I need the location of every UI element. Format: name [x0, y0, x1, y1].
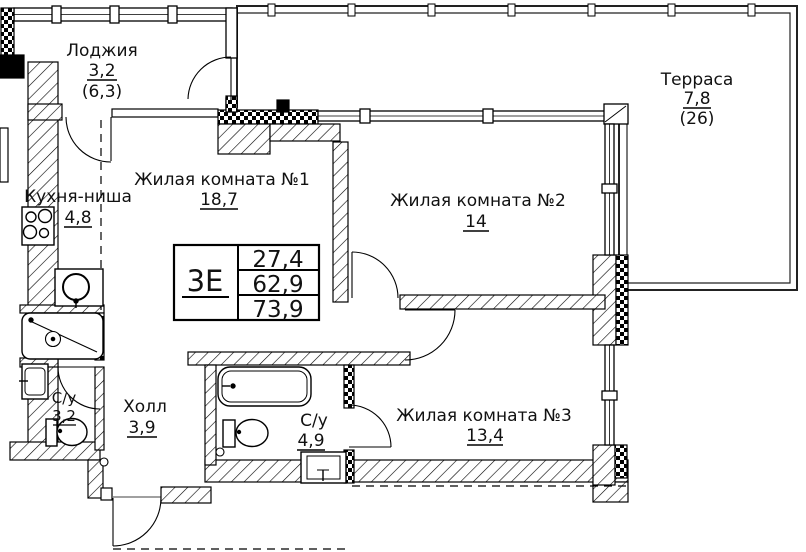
room-label-bath2: С/у 4,9: [297, 411, 328, 451]
svg-text:С/у: С/у: [300, 411, 328, 431]
svg-text:3,9: 3,9: [128, 418, 155, 438]
door-loggia: [65, 116, 112, 163]
svg-text:(6,3): (6,3): [82, 82, 122, 102]
svg-text:Терраса: Терраса: [660, 70, 734, 90]
room-label-living1: Жилая комната №1 18,7: [134, 170, 310, 210]
shower-tray-icon: [21, 312, 104, 360]
door-living2: [351, 251, 399, 299]
room-labels: Лоджия 3,2 (6,3) Терраса 7,8 (26) Жилая …: [24, 41, 733, 451]
washbasin-icon: [19, 363, 49, 400]
info-box: 3Е 27,4 62,9 73,9: [172, 243, 321, 323]
stove-icon: [21, 206, 55, 246]
unit-area-total: 73,9: [252, 297, 303, 323]
room-label-terrace: Терраса 7,8 (26): [660, 70, 734, 129]
room-label-loggia: Лоджия 3,2 (6,3): [66, 41, 138, 102]
svg-text:18,7: 18,7: [200, 190, 238, 210]
fixtures: [19, 206, 347, 484]
door-entrance: [112, 496, 162, 547]
bathtub-icon: [217, 366, 312, 407]
drain-icon-2: [215, 447, 225, 457]
svg-text:Жилая комната №3: Жилая комната №3: [396, 406, 572, 426]
svg-text:4,8: 4,8: [64, 208, 91, 228]
svg-text:13,4: 13,4: [466, 426, 504, 446]
bath-sink-icon: [300, 451, 347, 484]
svg-text:Холл: Холл: [123, 397, 167, 417]
terrace-parapet-posts: [267, 3, 756, 17]
svg-text:3,2: 3,2: [52, 407, 76, 425]
drain-icon-1: [99, 457, 109, 467]
door-bath2: [348, 404, 392, 448]
room-label-living3: Жилая комната №3 13,4: [396, 406, 572, 446]
unit-area-living: 27,4: [252, 247, 303, 273]
room-label-hall: Холл 3,9: [123, 397, 167, 438]
svg-text:Лоджия: Лоджия: [66, 41, 138, 61]
door-living3: [404, 309, 456, 361]
terrace-outline: [236, 3, 798, 291]
svg-text:С/у: С/у: [52, 389, 77, 407]
svg-text:Жилая комната №1: Жилая комната №1: [134, 170, 310, 190]
kitchen-sink-icon: [54, 268, 104, 308]
door-loggia-terrace: [187, 56, 232, 100]
svg-text:3,2: 3,2: [88, 61, 115, 81]
room-label-bath1: С/у 3,2: [52, 389, 77, 426]
svg-text:Жилая комната №2: Жилая комната №2: [390, 191, 566, 211]
svg-text:7,8: 7,8: [683, 89, 710, 109]
windows: [317, 103, 629, 446]
unit-area-usable: 62,9: [252, 272, 303, 298]
svg-text:14: 14: [465, 212, 487, 232]
svg-text:(26): (26): [680, 109, 715, 129]
room-label-kitchen: Кухня-ниша 4,8: [24, 187, 132, 228]
unit-type: 3Е: [187, 264, 224, 298]
door-bath1: [57, 366, 101, 410]
svg-text:Кухня-ниша: Кухня-ниша: [24, 187, 132, 207]
room-label-living2: Жилая комната №2 14: [390, 191, 566, 232]
svg-text:4,9: 4,9: [297, 431, 324, 451]
doors: [57, 56, 456, 547]
toilet-icon-2: [222, 418, 269, 448]
